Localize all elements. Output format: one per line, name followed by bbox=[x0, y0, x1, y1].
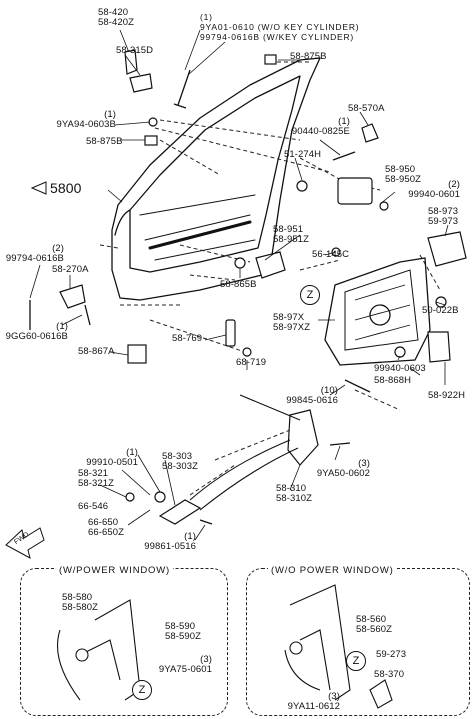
part-99940-0603 bbox=[394, 346, 406, 358]
callout-68-719: 68-719 bbox=[236, 357, 267, 368]
part-58-303-handle bbox=[158, 499, 202, 525]
door-frame-inner bbox=[129, 75, 301, 273]
z-reference-marker: Z bbox=[300, 285, 320, 305]
part-58-867A bbox=[127, 344, 147, 364]
callout-58-950: 58-950 58-950Z bbox=[385, 164, 422, 185]
part-58-922H bbox=[427, 331, 451, 363]
callout-99940-0603: 99940-0603 bbox=[374, 363, 426, 374]
bolt-99845-0616 bbox=[344, 379, 371, 393]
part-58-769 bbox=[225, 319, 236, 347]
door-frame-outline bbox=[111, 57, 321, 301]
part-58-973 bbox=[427, 231, 467, 267]
part-58-315D bbox=[129, 73, 153, 93]
callout-99845-0616: (10) 99845-0616 bbox=[286, 385, 338, 406]
callout-90440-0825E: (1) 90440-0825E bbox=[291, 116, 350, 137]
callout-58-951: 58-951 58-951Z bbox=[273, 224, 310, 245]
z-marker-power: Z bbox=[132, 680, 152, 700]
arrow-fwd bbox=[5, 527, 45, 559]
callout-9GG60-0616B: (1) 9GG60-0616B bbox=[5, 321, 68, 342]
bolt-9GG60-0616B bbox=[84, 304, 91, 326]
callout-9YA01-0610: (1) 9YA01-0610 (W/O KEY CYLINDER) 99794-… bbox=[200, 12, 360, 42]
part-51-274H bbox=[296, 180, 308, 192]
lock-rod bbox=[239, 394, 301, 421]
part-58-950 bbox=[337, 177, 373, 205]
no-power-window-box-title: (W/O POWER WINDOW) bbox=[268, 565, 397, 576]
bolt-90440-0825E bbox=[332, 151, 356, 161]
part-58-570A bbox=[361, 123, 379, 143]
callout-58-310: 58-310 58-310Z bbox=[276, 483, 313, 504]
part-58-310-latch bbox=[287, 409, 319, 466]
callout-58-370: 58-370 bbox=[374, 669, 405, 680]
bolt-9YA50-0602 bbox=[329, 442, 351, 446]
callout-58-875B-left: 58-875B bbox=[86, 136, 123, 147]
part-58-865B bbox=[234, 257, 246, 269]
cable-inner-handle bbox=[199, 447, 299, 511]
callout-5800: 5800 bbox=[50, 180, 82, 196]
callout-58-315D: 58-315D bbox=[116, 45, 154, 56]
power-window-box bbox=[20, 568, 228, 716]
callout-58-270A: 58-270A bbox=[52, 264, 89, 275]
callout-58-875B-top: 58-875B bbox=[290, 51, 327, 62]
part-9YA94-0603B bbox=[148, 117, 158, 127]
part-66-546 bbox=[125, 492, 135, 502]
callout-58-321: 58-321 58-321Z bbox=[78, 468, 115, 489]
callout-66-546: 66-546 bbox=[78, 501, 109, 512]
callout-9YA75-0601: (3) 9YA75-0601 bbox=[158, 654, 212, 675]
callout-9YA11-0612: (3) 9YA11-0612 bbox=[287, 691, 340, 712]
cable-outer-handle bbox=[189, 439, 291, 501]
callout-9YA50-0602: (3) 9YA50-0602 bbox=[316, 458, 370, 479]
callout-58-769: 58-769 bbox=[172, 333, 203, 344]
callout-58-973: 58-973 59-973 bbox=[428, 206, 459, 227]
callout-58-865B: 58-865B bbox=[220, 279, 257, 290]
power-window-box-title: (W/POWER WINDOW) bbox=[56, 565, 173, 576]
callout-58-303: 58-303 58-303Z bbox=[162, 451, 199, 472]
part-58-270A bbox=[59, 284, 86, 309]
callout-58-560: 58-560 58-560Z bbox=[356, 614, 393, 635]
callout-58-97X: 58-97X 58-97XZ bbox=[273, 312, 311, 333]
bolt-99861-0516 bbox=[199, 519, 213, 525]
part-58-420-lock bbox=[124, 49, 138, 75]
callout-99910-0501: (1) 99910-0501 bbox=[86, 447, 138, 468]
callout-58-590: 58-590 58-590Z bbox=[165, 621, 202, 642]
part-58-875B-left bbox=[144, 135, 158, 146]
callout-58-867A: 58-867A bbox=[78, 346, 115, 357]
part-58-951 bbox=[255, 251, 286, 279]
callout-58-570A: 58-570A bbox=[348, 103, 385, 114]
callout-66-650: 66-650 66-650Z bbox=[88, 517, 125, 538]
part-58-875B-top bbox=[264, 54, 277, 65]
callout-58-420: 58-420 58-420Z bbox=[98, 7, 135, 28]
callout-58-922H: 58-922H bbox=[428, 390, 466, 401]
arrow-5800 bbox=[30, 181, 47, 195]
part-68-719 bbox=[242, 347, 252, 357]
callout-9YA94-0603B: (1) 9YA94-0603B bbox=[56, 109, 116, 130]
callout-59-273: 59-273 bbox=[376, 649, 407, 660]
z-marker-manual: Z bbox=[346, 651, 366, 671]
callout-50-022B: 50-022B bbox=[422, 305, 459, 316]
bolt-9YA01-0610 bbox=[173, 69, 191, 109]
regulator-manual bbox=[284, 584, 351, 701]
part-99940-0601 bbox=[379, 201, 389, 211]
callout-99861-0516: (1) 99861-0516 bbox=[144, 531, 196, 552]
callout-99940-0601: (2) 99940-0601 bbox=[408, 179, 460, 200]
callout-51-274H: 51-274H bbox=[284, 149, 322, 160]
callout-58-580: 58-580 58-580Z bbox=[62, 592, 99, 613]
callout-58-868H: 58-868H bbox=[374, 375, 412, 386]
callout-56-145C: 56-145C bbox=[312, 249, 350, 260]
door-module-panel bbox=[324, 257, 431, 366]
callout-99794-0616B-left: (2) 99794-0616B bbox=[5, 243, 64, 264]
part-99910-0501 bbox=[154, 491, 166, 503]
